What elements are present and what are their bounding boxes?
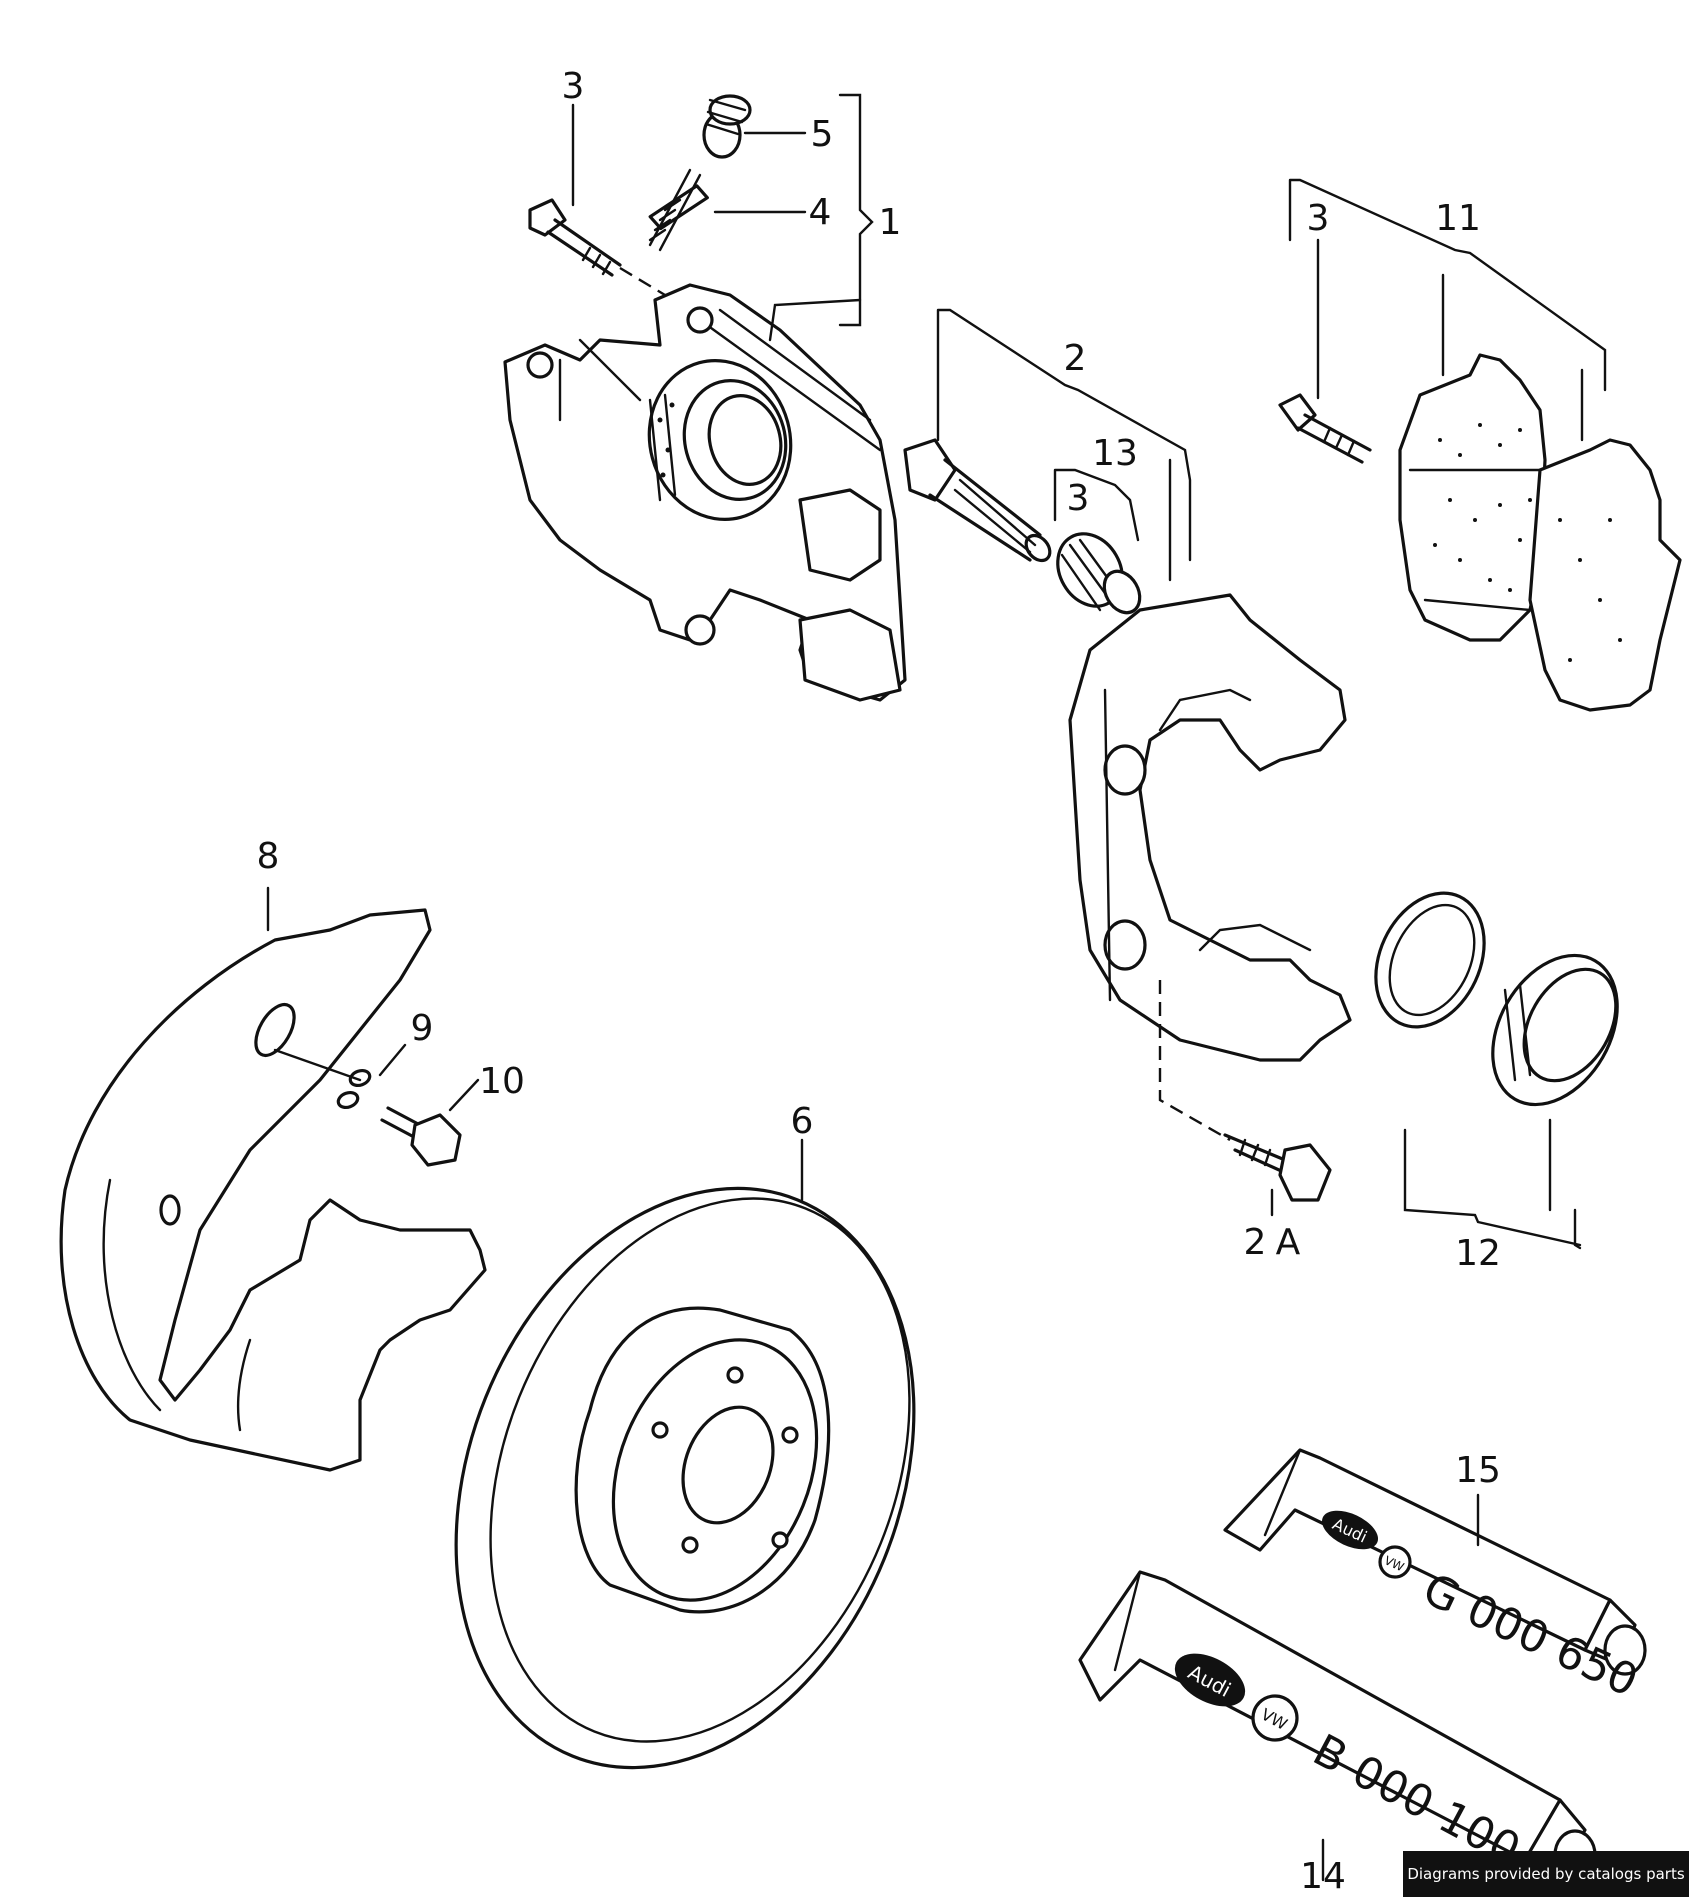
- callout-6: 6: [791, 1101, 814, 1142]
- brake-pad-front: [1398, 353, 1547, 642]
- piston-seal-ring: [1374, 891, 1486, 1029]
- leader-lines: [266, 93, 1607, 1882]
- bleeder-screw: [648, 168, 709, 252]
- callout-3-pads: 3: [1307, 198, 1330, 239]
- callout-3-guide-pin: 3: [1067, 478, 1090, 519]
- washer: [336, 1068, 372, 1110]
- pad-bolt: [1278, 393, 1372, 464]
- vw-logo: [1378, 1545, 1412, 1579]
- callout-9: 9: [411, 1008, 434, 1049]
- callout-1: 1: [879, 202, 902, 243]
- caliper-carrier: [1068, 593, 1352, 1062]
- callout-12: 12: [1455, 1233, 1501, 1274]
- caliper-bolt: [528, 198, 622, 277]
- callout-letter-a: A: [1276, 1222, 1301, 1263]
- callout-8: 8: [257, 836, 280, 877]
- callout-14: 14: [1300, 1856, 1346, 1897]
- audi-logo: [1321, 1510, 1379, 1550]
- splash-shield-bolt: [380, 1106, 462, 1167]
- guide-pin-boot: [1056, 532, 1142, 615]
- callout-2-carrier-bolt: 2: [1244, 1222, 1267, 1263]
- callout-11: 11: [1435, 198, 1481, 239]
- callout-5: 5: [811, 114, 834, 155]
- callout-2: 2: [1064, 338, 1087, 379]
- brake-pad-rear: [1528, 438, 1682, 712]
- brake-caliper: [503, 283, 907, 702]
- vw-logo: [1251, 1694, 1299, 1742]
- diagram-credit-banner: Diagrams provided by catalogs parts: [1403, 1851, 1689, 1897]
- bleeder-cap: [702, 94, 752, 159]
- piston-dust-boot: [1491, 953, 1619, 1107]
- callout-13: 13: [1092, 433, 1138, 474]
- brake-disc: [454, 1186, 916, 1770]
- callout-10: 10: [479, 1061, 525, 1102]
- callout-15: 15: [1455, 1450, 1501, 1491]
- audi-logo: [1174, 1653, 1246, 1707]
- splash-shield: [59, 908, 487, 1472]
- pad-friction-texture: [1433, 423, 1622, 662]
- callout-3-top-left: 3: [562, 66, 585, 107]
- carrier-bolt: [1223, 1133, 1332, 1202]
- callout-4: 4: [809, 192, 832, 233]
- guide-pin: [903, 438, 1052, 563]
